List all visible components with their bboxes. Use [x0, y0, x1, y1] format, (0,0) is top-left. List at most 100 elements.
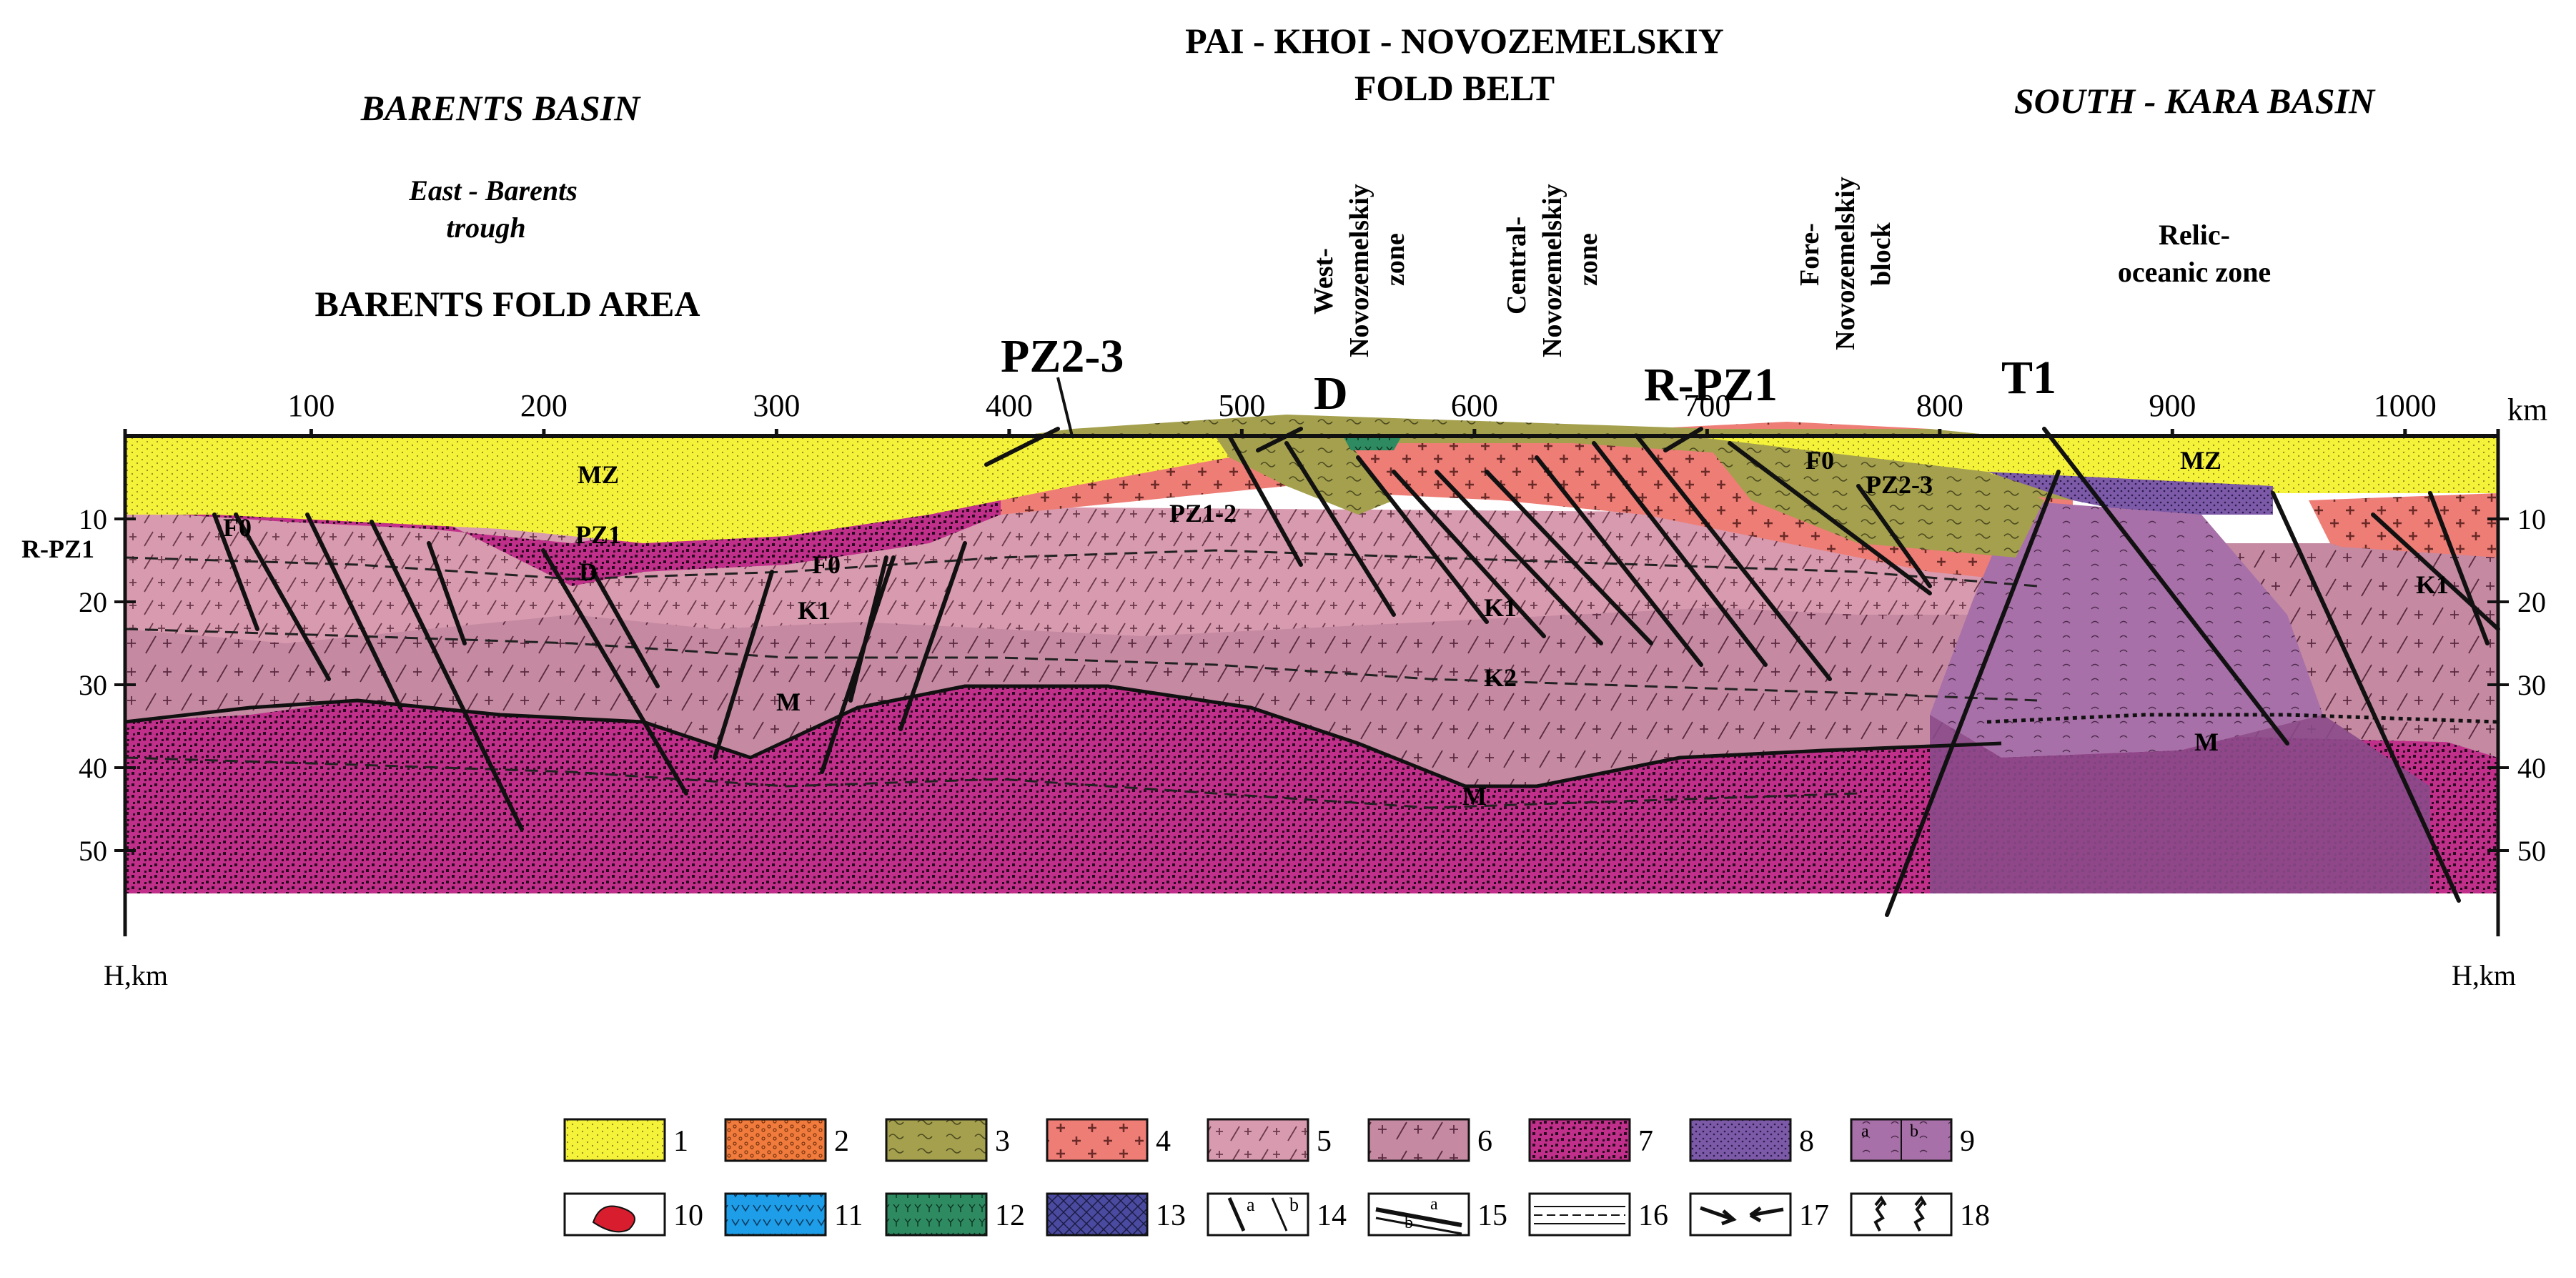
zone-west-2: Novozemelskiy	[1344, 184, 1374, 357]
x-tick-label: 700	[1683, 388, 1730, 423]
legend-number: 17	[1799, 1199, 1829, 1232]
svg-text:a: a	[1430, 1195, 1438, 1214]
label-mz-right: MZ	[2180, 446, 2221, 475]
legend-number: 5	[1317, 1125, 1332, 1158]
x-tick-label: 300	[753, 388, 800, 423]
legend-number: 14	[1317, 1199, 1347, 1232]
legend-number: 12	[995, 1199, 1025, 1232]
legend-swatch	[1207, 1192, 1309, 1237]
legend-number: 8	[1799, 1125, 1814, 1158]
label-k1-right: K1	[2416, 570, 2449, 599]
legend-number: 18	[1960, 1199, 1990, 1232]
label-f0-mid: F0	[812, 550, 841, 579]
legend-number: 11	[834, 1199, 863, 1232]
legend-swatch	[1046, 1118, 1149, 1162]
legend-item-11: 11	[724, 1192, 863, 1237]
label-m-left: M	[776, 688, 801, 716]
internal-labels: MZ PZ1 D F0 F0 K1 M PZ1-2 K1 K2 M F0 PZ2…	[21, 446, 2449, 811]
title-relic-1: Relic-	[2159, 219, 2230, 251]
legend-swatch	[885, 1118, 988, 1162]
legend-number: 2	[834, 1125, 849, 1158]
legend-item-7: 7	[1528, 1118, 1653, 1162]
title-south-kara: SOUTH - KARA BASIN	[2014, 81, 2376, 121]
legend-swatch	[1528, 1118, 1631, 1162]
legend-number: 7	[1638, 1125, 1653, 1158]
zone-central-2: Novozemelskiy	[1537, 184, 1567, 357]
y-tick-label-left: 50	[79, 835, 107, 867]
legend-item-16: 16	[1528, 1192, 1668, 1237]
zone-labels: West- Novozemelskiy zone Central- Novoze…	[1309, 177, 1896, 357]
zone-west-3: zone	[1380, 233, 1410, 286]
x-tick-label: 1000	[2374, 388, 2437, 423]
label-mz-left: MZ	[578, 460, 619, 489]
legend-number: 9	[1960, 1125, 1975, 1158]
legend-item-12: 12	[885, 1192, 1025, 1237]
y-label-left: H,km	[104, 959, 168, 991]
zone-fore-1: Fore-	[1795, 223, 1825, 286]
label-f0-right: F0	[1805, 446, 1834, 475]
label-t1-top: T1	[2001, 352, 2056, 404]
y-tick-label-left: 10	[79, 503, 107, 535]
zone-fore-2: Novozemelskiy	[1831, 177, 1861, 350]
legend-item-17: 17	[1689, 1192, 1829, 1237]
label-k1-left: K1	[798, 596, 831, 625]
x-tick-label: 100	[287, 388, 335, 423]
y-tick-label-left: 30	[79, 669, 107, 701]
label-pz12: PZ1-2	[1169, 499, 1237, 527]
title-barents-basin: BARENTS BASIN	[360, 88, 641, 128]
label-pz23-right: PZ2-3	[1866, 470, 1933, 499]
legend-item-8: 8	[1689, 1118, 1814, 1162]
label-rpz1-side: R-PZ1	[21, 535, 94, 563]
y-tick-label-left: 40	[79, 752, 107, 784]
legend-swatch	[1367, 1118, 1470, 1162]
y-tick-label-right: 20	[2517, 586, 2546, 618]
legend-number: 4	[1156, 1125, 1171, 1158]
x-tick-label: 600	[1451, 388, 1498, 423]
label-m-mid: M	[1462, 782, 1487, 811]
legend-number: 3	[995, 1125, 1010, 1158]
y-tick-label-right: 40	[2517, 752, 2546, 784]
legend-swatch	[1689, 1118, 1792, 1162]
legend-item-6: 6	[1367, 1118, 1492, 1162]
legend-item-1: 1	[563, 1118, 688, 1162]
y-tick-label-right: 30	[2517, 669, 2546, 701]
legend-number: 16	[1638, 1199, 1668, 1232]
y-tick-label-right: 10	[2517, 503, 2546, 535]
legend-number: 13	[1156, 1199, 1186, 1232]
title-barents-fold-area: BARENTS FOLD AREA	[315, 284, 700, 324]
svg-text:b: b	[1405, 1214, 1413, 1232]
x-tick-label: 900	[2149, 388, 2196, 423]
label-d-left: D	[579, 558, 598, 586]
svg-text:b: b	[1289, 1194, 1299, 1215]
legend-item-2: 2	[724, 1118, 849, 1162]
x-tick-label: 800	[1916, 388, 1963, 423]
title-east-barents-2: trough	[446, 212, 525, 244]
title-paikhoi-1: PAI - KHOI - NOVOZEMELSKIY	[1185, 21, 1724, 61]
label-k1-mid: K1	[1484, 593, 1517, 622]
legend-item-15: ab 15	[1367, 1192, 1507, 1237]
label-f0-left: F0	[223, 513, 252, 542]
label-k2-mid: K2	[1484, 663, 1517, 692]
svg-text:b: b	[1910, 1122, 1918, 1141]
legend-number: 6	[1477, 1125, 1492, 1158]
section-labels: PZ2-3 D R-PZ1 T1	[1001, 330, 2056, 437]
legend-swatch	[563, 1118, 666, 1162]
legend-number: 15	[1477, 1199, 1507, 1232]
x-unit-label: km	[2507, 392, 2547, 427]
zone-central-1: Central-	[1502, 217, 1532, 314]
legend-swatch	[1689, 1192, 1792, 1237]
legend-swatch	[885, 1192, 988, 1237]
svg-text:a: a	[1247, 1194, 1255, 1215]
svg-text:a: a	[1861, 1122, 1869, 1141]
zone-central-3: zone	[1573, 233, 1603, 286]
legend-item-3: 3	[885, 1118, 1010, 1162]
legend-swatch	[1367, 1192, 1470, 1237]
section-body	[124, 415, 2500, 917]
legend-swatch	[1207, 1118, 1309, 1162]
legend-swatch	[1046, 1192, 1149, 1237]
label-rpz1-top: R-PZ1	[1644, 359, 1778, 411]
